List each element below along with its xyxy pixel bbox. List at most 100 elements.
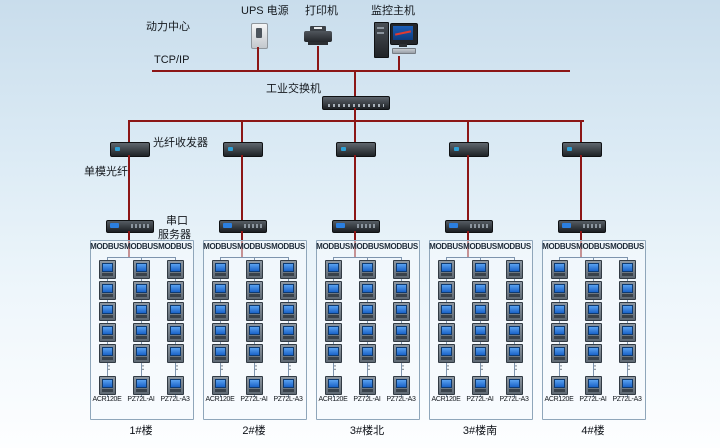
meter-screen bbox=[170, 284, 181, 293]
meter-screen bbox=[328, 347, 339, 356]
meter-screen bbox=[170, 305, 181, 314]
ellipsis: ⋮ bbox=[511, 361, 521, 372]
fiber-transceiver-device bbox=[562, 142, 602, 157]
meter-screen bbox=[170, 263, 181, 272]
power-meter-device bbox=[359, 344, 376, 363]
serial-server-label-line1: 串口 bbox=[166, 215, 188, 227]
meter-screen bbox=[588, 379, 599, 388]
power-meter-device bbox=[99, 302, 116, 321]
power-meter-device bbox=[325, 302, 342, 321]
single-mode-fiber-label: 单模光纤 bbox=[84, 166, 128, 178]
meter-model-label: PZ72L-A3 bbox=[273, 396, 303, 403]
meter-screen bbox=[588, 347, 599, 356]
printer-top bbox=[310, 26, 326, 32]
connector-line bbox=[257, 47, 259, 70]
meter-screen bbox=[622, 263, 633, 272]
meter-screen bbox=[622, 305, 633, 314]
modbus-label: MODBUS bbox=[384, 242, 418, 251]
meter-screen bbox=[588, 305, 599, 314]
led-indicator bbox=[567, 147, 572, 151]
meter-screen bbox=[622, 326, 633, 335]
power-meter-device bbox=[280, 344, 297, 363]
power-meter-device bbox=[472, 302, 489, 321]
meter-screen bbox=[328, 379, 339, 388]
meter-screen bbox=[441, 284, 452, 293]
meter-screen bbox=[136, 326, 147, 335]
fiber-link-line bbox=[128, 155, 130, 220]
ellipsis: ⋮ bbox=[364, 361, 374, 372]
power-meter-device bbox=[585, 260, 602, 279]
meter-screen bbox=[554, 326, 565, 335]
meter-model-label: PZ72L-A3 bbox=[499, 396, 529, 403]
printer-label: 打印机 bbox=[305, 5, 338, 17]
power-meter-device bbox=[212, 376, 229, 395]
power-meter-device bbox=[438, 323, 455, 342]
ellipsis: ⋮ bbox=[624, 361, 634, 372]
meter-screen bbox=[622, 347, 633, 356]
power-meter-device bbox=[280, 281, 297, 300]
power-meter-device bbox=[246, 344, 263, 363]
meter-screen bbox=[554, 284, 565, 293]
meter-screen bbox=[362, 379, 373, 388]
ellipsis: ⋮ bbox=[590, 361, 600, 372]
meter-screen bbox=[170, 326, 181, 335]
power-meter-device bbox=[280, 323, 297, 342]
meter-screen bbox=[441, 379, 452, 388]
meter-screen bbox=[475, 305, 486, 314]
meter-screen bbox=[283, 263, 294, 272]
meter-screen bbox=[588, 326, 599, 335]
power-meter-device bbox=[619, 344, 636, 363]
power-meter-device bbox=[167, 260, 184, 279]
modbus-label: MODBUS bbox=[203, 242, 237, 251]
meter-screen bbox=[441, 263, 452, 272]
power-meter-device bbox=[212, 281, 229, 300]
meter-screen bbox=[509, 326, 520, 335]
power-meter-device bbox=[99, 260, 116, 279]
connector-line bbox=[580, 122, 582, 142]
modbus-label: MODBUS bbox=[542, 242, 576, 251]
meter-screen bbox=[249, 326, 260, 335]
modbus-label: MODBUS bbox=[429, 242, 463, 251]
meter-model-label: PZ72L-AI bbox=[127, 396, 155, 403]
led-indicator bbox=[115, 147, 120, 151]
power-meter-device bbox=[359, 376, 376, 395]
modbus-label: MODBUS bbox=[610, 242, 644, 251]
meter-screen bbox=[215, 379, 226, 388]
power-meter-device bbox=[246, 302, 263, 321]
meter-screen bbox=[588, 263, 599, 272]
power-meter-device bbox=[393, 344, 410, 363]
building-label: 3#楼南 bbox=[462, 425, 498, 437]
ellipsis: ⋮ bbox=[251, 361, 261, 372]
power-meter-device bbox=[619, 260, 636, 279]
power-meter-device bbox=[551, 260, 568, 279]
power-meter-device bbox=[585, 281, 602, 300]
meter-screen bbox=[362, 347, 373, 356]
meter-screen bbox=[102, 263, 113, 272]
meter-model-label: PZ72L-AI bbox=[579, 396, 607, 403]
building-label: 1#楼 bbox=[129, 425, 153, 437]
connector-line bbox=[354, 108, 356, 120]
meter-screen bbox=[283, 305, 294, 314]
power-meter-device bbox=[325, 344, 342, 363]
meter-screen bbox=[362, 326, 373, 335]
building-label: 4#楼 bbox=[581, 425, 605, 437]
meter-screen bbox=[396, 326, 407, 335]
meter-screen bbox=[328, 326, 339, 335]
power-meter-device bbox=[393, 260, 410, 279]
meter-screen bbox=[215, 263, 226, 272]
meter-screen bbox=[136, 263, 147, 272]
meter-screen bbox=[475, 326, 486, 335]
ellipsis: ⋮ bbox=[172, 361, 182, 372]
fiber-link-line bbox=[241, 155, 243, 220]
ellipsis: ⋮ bbox=[477, 361, 487, 372]
power-meter-device bbox=[619, 376, 636, 395]
meter-screen bbox=[588, 284, 599, 293]
power-meter-device bbox=[133, 344, 150, 363]
meter-screen bbox=[215, 347, 226, 356]
meter-screen bbox=[554, 379, 565, 388]
power-meter-device bbox=[99, 344, 116, 363]
power-meter-device bbox=[246, 281, 263, 300]
power-meter-device bbox=[438, 281, 455, 300]
